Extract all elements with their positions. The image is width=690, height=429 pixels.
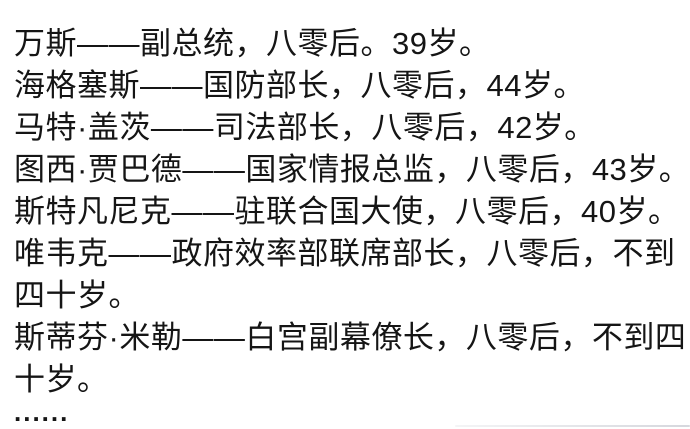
text-line-vivek-part2: 四十岁。 <box>14 278 140 313</box>
text-line-vance: 万斯——副总统，八零后。39岁。 <box>14 26 491 61</box>
text-line-vivek-part1: 唯韦克——政府效率部联席部长，八零后，不到 <box>14 236 676 271</box>
text-line-gabbard: 图西·贾巴德——国家情报总监，八零后，43岁。 <box>14 152 690 187</box>
text-line-hegseth: 海格塞斯——国防部长，八零后，44岁。 <box>14 68 585 103</box>
text-line-ellipsis: ...... <box>14 397 70 427</box>
text-line-miller-part2: 十岁。 <box>14 362 109 397</box>
text-line-gaetz: 马特·盖茨——司法部长，八零后，42岁。 <box>14 110 596 145</box>
text-line-stefanik: 斯特凡尼克——驻联合国大使，八零后，40岁。 <box>14 194 680 229</box>
bottom-edge-artifact <box>455 425 690 427</box>
text-line-miller-part1: 斯蒂芬·米勒——白宫副幕僚长，八零后，不到四 <box>14 320 687 355</box>
